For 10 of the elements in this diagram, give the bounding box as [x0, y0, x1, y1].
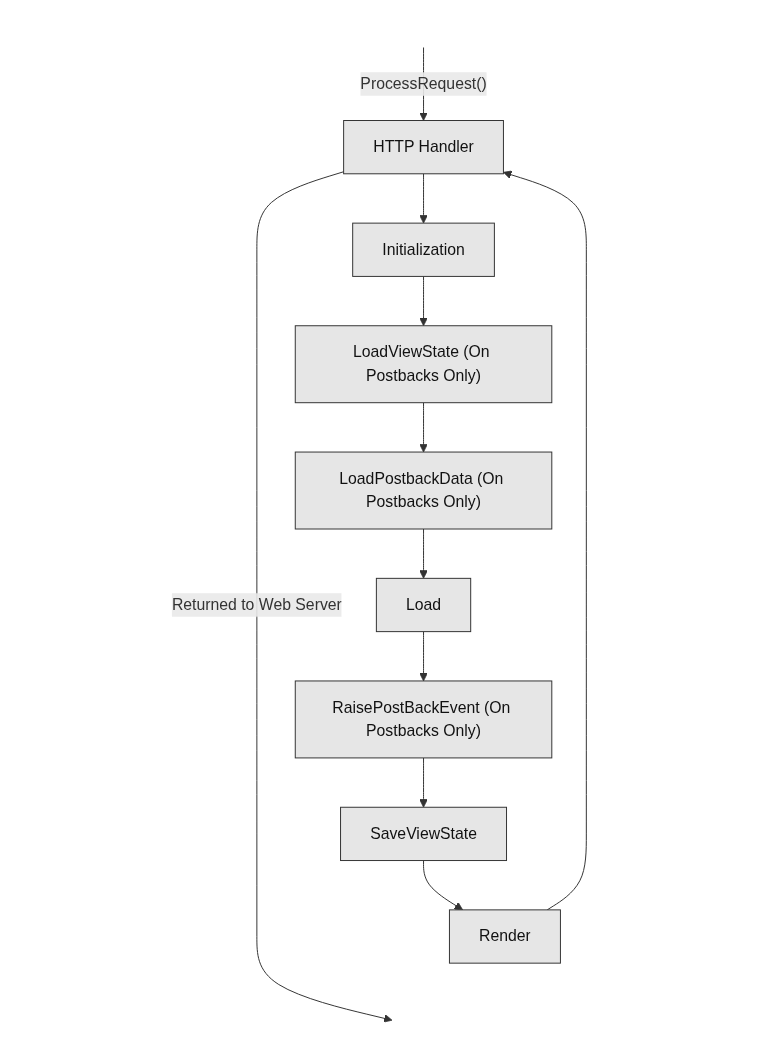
process-box: Load: [376, 577, 472, 633]
process-box: RaisePostBackEvent (On Postbacks Only): [295, 680, 553, 759]
process-box: LoadViewState (On Postbacks Only): [295, 325, 553, 404]
edge-label: ProcessRequest(): [360, 75, 488, 92]
process-box: Render: [449, 909, 562, 964]
process-box: Initialization: [352, 222, 496, 277]
process-box: HTTP Handler: [343, 120, 505, 175]
process-box: LoadPostbackData (On Postbacks Only): [295, 451, 553, 530]
process-box: SaveViewState: [340, 806, 508, 862]
edge-label: Returned to Web Server: [172, 596, 343, 613]
